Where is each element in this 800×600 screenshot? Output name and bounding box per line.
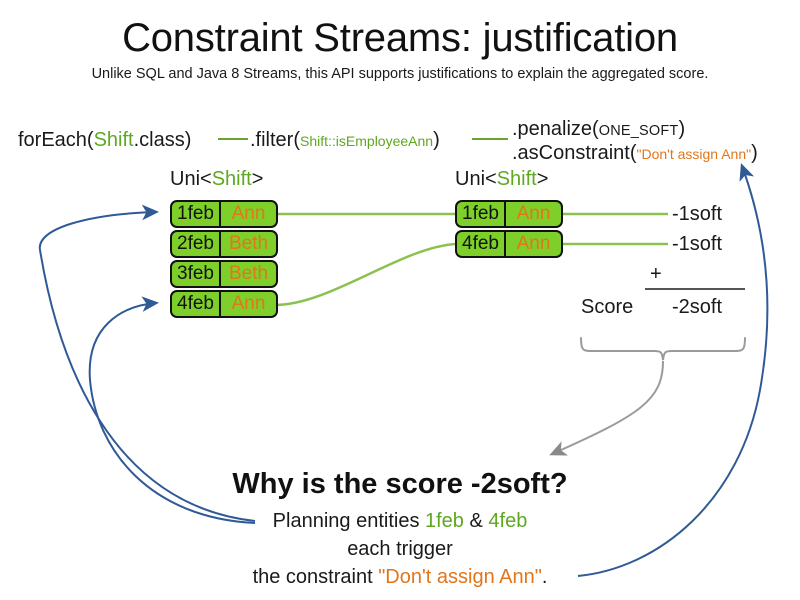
justification-arrow-4feb: [88, 296, 256, 524]
shift-employee: Ann: [516, 233, 551, 254]
shift-card[interactable]: 4feb Ann: [455, 230, 563, 258]
shift-card[interactable]: 1feb Ann: [455, 200, 563, 228]
explanation-line-2: each trigger: [347, 538, 453, 560]
code-asconstraint-suffix: ): [751, 142, 758, 164]
uni-label-right: Uni<Shift>: [455, 168, 548, 191]
uni-left-suffix: >: [251, 168, 264, 190]
penalty-value-1: -1soft: [672, 203, 723, 225]
explanation-entity-1feb: 1feb: [425, 510, 464, 532]
code-penalize-suffix: ): [678, 118, 686, 140]
shift-employee: Beth: [228, 233, 269, 254]
justification-arrow-1feb: [38, 204, 256, 522]
uni-label-left: Uni<Shift>: [170, 168, 263, 191]
shift-employee: Ann: [516, 203, 551, 224]
score-total-value: -2soft: [672, 296, 723, 318]
shift-date: 1feb: [172, 202, 221, 226]
sum-plus-sign: +: [650, 263, 662, 285]
score-brace: [580, 337, 746, 361]
shift-stack-right: 1feb Ann 4feb Ann: [455, 200, 563, 260]
uni-right-suffix: >: [536, 168, 549, 190]
shift-date: 1feb: [457, 202, 506, 226]
shift-date: 2feb: [172, 232, 221, 256]
shift-employee: Beth: [228, 263, 269, 284]
shift-stack-left: 1feb Ann 2feb Beth 3feb Beth 4feb Ann: [170, 200, 278, 320]
explanation-line-1: Planning entities 1feb & 4feb: [0, 510, 800, 533]
penalty-value-2: -1soft: [672, 233, 723, 255]
code-asconstraint-prefix: .asConstraint(: [512, 142, 637, 164]
shift-card[interactable]: 3feb Beth: [170, 260, 278, 288]
shift-employee: Ann: [231, 203, 266, 224]
shift-employee: Ann: [231, 293, 266, 314]
connector-4feb: [274, 242, 456, 307]
code-foreach-suffix: .class): [133, 129, 192, 151]
uni-left-prefix: Uni<: [170, 168, 212, 190]
explanation-line-3-prefix: the constraint: [252, 566, 379, 588]
code-penalize: .penalize(ONE_SOFT): [512, 118, 685, 141]
uni-right-prefix: Uni<: [455, 168, 497, 190]
uni-right-type: Shift: [496, 168, 537, 190]
shift-card[interactable]: 2feb Beth: [170, 230, 278, 258]
shift-card[interactable]: 1feb Ann: [170, 200, 278, 228]
shift-date: 4feb: [457, 232, 506, 256]
code-penalize-arg: ONE_SOFT: [598, 123, 679, 139]
code-filter: .filter(Shift::isEmployeeAnn): [250, 129, 440, 152]
score-label: Score: [581, 296, 634, 318]
explanation-line-3-suffix: .: [541, 566, 548, 588]
code-connector-dash-2: [472, 138, 508, 140]
shift-date: 4feb: [172, 292, 221, 316]
code-foreach-prefix: forEach(: [18, 129, 94, 151]
code-filter-suffix: ): [433, 129, 440, 151]
explanation-entity-4feb: 4feb: [488, 510, 528, 532]
explanation-constraint-name: "Don't assign Ann": [378, 566, 542, 588]
justification-arrow-constraint: [577, 163, 769, 577]
sum-rule: [645, 288, 745, 290]
explanation-ampersand: &: [463, 510, 489, 532]
explanation-line-1-prefix: Planning entities: [272, 510, 425, 532]
uni-left-type: Shift: [211, 168, 252, 190]
brace-to-question-arrow: [549, 360, 664, 456]
shift-date: 3feb: [172, 262, 221, 286]
explanation-line-3: the constraint "Don't assign Ann".: [0, 566, 800, 589]
code-asconstraint-arg: "Don't assign Ann": [636, 146, 752, 162]
shift-card[interactable]: 4feb Ann: [170, 290, 278, 318]
code-foreach: forEach(Shift.class): [18, 129, 191, 152]
code-filter-prefix: .filter(: [250, 129, 300, 151]
code-filter-arg: Shift::isEmployeeAnn: [300, 133, 434, 149]
code-asconstraint: .asConstraint("Don't assign Ann"): [512, 142, 758, 165]
code-penalize-prefix: .penalize(: [512, 118, 599, 140]
page-subtitle: Unlike SQL and Java 8 Streams, this API …: [91, 66, 709, 82]
explanation-heading: Why is the score -2soft?: [232, 468, 568, 500]
code-connector-dash-1: [218, 138, 248, 140]
page-title: Constraint Streams: justification: [122, 16, 678, 60]
code-foreach-type: Shift: [93, 129, 134, 151]
